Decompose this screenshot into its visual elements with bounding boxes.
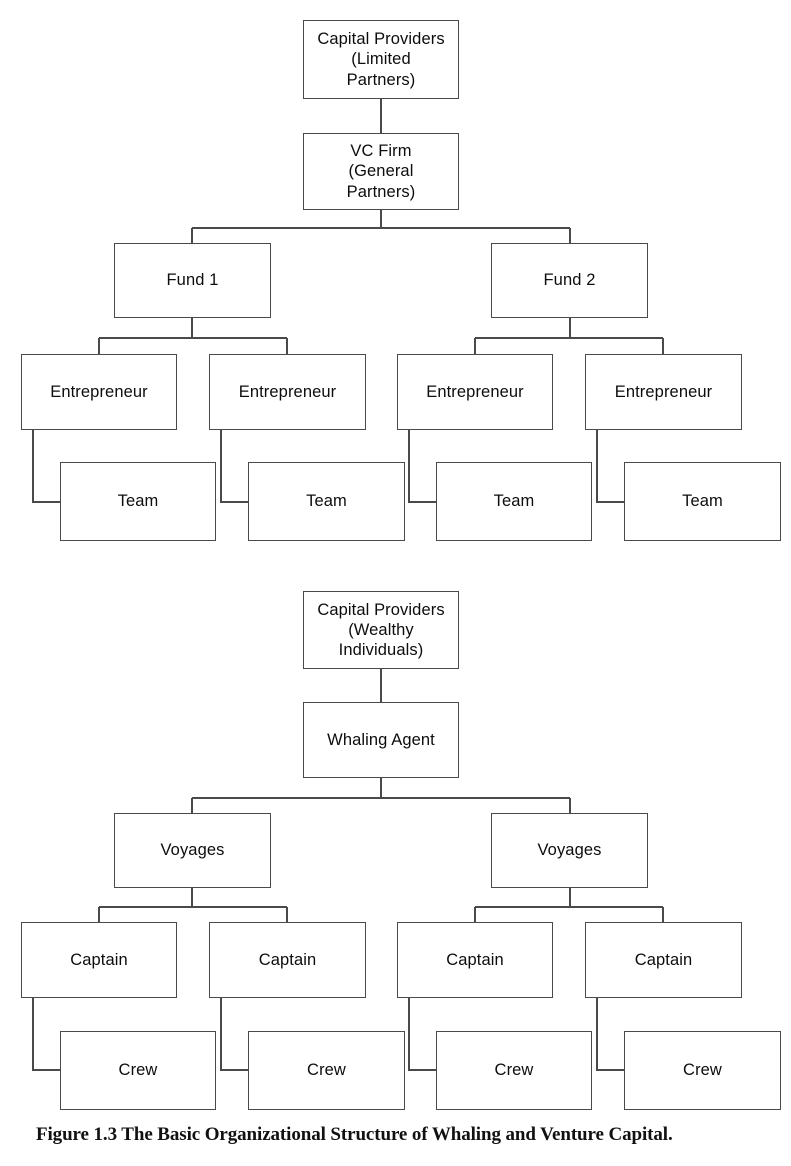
elbow-captain1-crew1 xyxy=(32,998,60,1071)
node-crew-1[interactable]: Crew xyxy=(60,1031,216,1110)
node-fund-2[interactable]: Fund 2 xyxy=(491,243,648,318)
figure-caption: Figure 1.3 The Basic Organizational Stru… xyxy=(36,1124,673,1145)
node-captain-4[interactable]: Captain xyxy=(585,922,742,998)
node-label: Crew xyxy=(683,1061,722,1080)
elbow-captain3-crew3 xyxy=(408,998,436,1071)
elbow-captain4-crew4 xyxy=(596,998,624,1071)
node-crew-2[interactable]: Crew xyxy=(248,1031,405,1110)
node-label: Captain xyxy=(446,950,504,969)
node-label: Fund 2 xyxy=(543,271,596,290)
node-capital-providers-wealthy-individuals[interactable]: Capital Providers (Wealthy Individuals) xyxy=(303,591,459,669)
node-vc-firm-general-partners[interactable]: VC Firm (General Partners) xyxy=(303,133,459,210)
node-entrepreneur-2[interactable]: Entrepreneur xyxy=(209,354,366,430)
node-voyages-1[interactable]: Voyages xyxy=(114,813,271,888)
node-team-2[interactable]: Team xyxy=(248,462,405,541)
node-team-1[interactable]: Team xyxy=(60,462,216,541)
node-whaling-agent[interactable]: Whaling Agent xyxy=(303,702,459,778)
elbow-captain2-crew2 xyxy=(220,998,248,1071)
node-label: Fund 1 xyxy=(166,271,219,290)
node-label: Entrepreneur xyxy=(50,382,148,401)
node-captain-2[interactable]: Captain xyxy=(209,922,366,998)
node-label: Team xyxy=(117,492,159,511)
node-label: Team xyxy=(682,492,723,511)
node-label: Team xyxy=(493,492,535,511)
node-label: Voyages xyxy=(537,841,602,860)
node-label: Captain xyxy=(634,950,693,969)
node-label: VC Firm (General Partners) xyxy=(346,142,416,201)
elbow-entrepreneur4-team4 xyxy=(596,430,624,503)
node-label: Crew xyxy=(307,1061,346,1080)
node-label: Team xyxy=(306,492,347,511)
node-label: Crew xyxy=(118,1061,158,1080)
node-label: Capital Providers (Limited Partners) xyxy=(317,30,445,89)
node-capital-providers-limited-partners[interactable]: Capital Providers (Limited Partners) xyxy=(303,20,459,99)
node-label: Capital Providers (Wealthy Individuals) xyxy=(317,600,445,660)
node-label: Captain xyxy=(70,950,128,969)
node-label: Entrepreneur xyxy=(238,382,337,401)
node-captain-3[interactable]: Captain xyxy=(397,922,553,998)
elbow-entrepreneur3-team3 xyxy=(408,430,436,503)
elbow-entrepreneur1-team1 xyxy=(32,430,60,503)
node-team-3[interactable]: Team xyxy=(436,462,592,541)
node-label: Voyages xyxy=(160,841,225,860)
node-label: Captain xyxy=(258,950,317,969)
node-crew-4[interactable]: Crew xyxy=(624,1031,781,1110)
node-entrepreneur-3[interactable]: Entrepreneur xyxy=(397,354,553,430)
node-label: Crew xyxy=(494,1061,534,1080)
node-entrepreneur-4[interactable]: Entrepreneur xyxy=(585,354,742,430)
node-crew-3[interactable]: Crew xyxy=(436,1031,592,1110)
node-team-4[interactable]: Team xyxy=(624,462,781,541)
elbow-entrepreneur2-team2 xyxy=(220,430,248,503)
node-captain-1[interactable]: Captain xyxy=(21,922,177,998)
node-label: Whaling Agent xyxy=(327,730,435,749)
node-label: Entrepreneur xyxy=(614,382,713,401)
node-entrepreneur-1[interactable]: Entrepreneur xyxy=(21,354,177,430)
node-voyages-2[interactable]: Voyages xyxy=(491,813,648,888)
node-label: Entrepreneur xyxy=(426,382,524,401)
node-fund-1[interactable]: Fund 1 xyxy=(114,243,271,318)
